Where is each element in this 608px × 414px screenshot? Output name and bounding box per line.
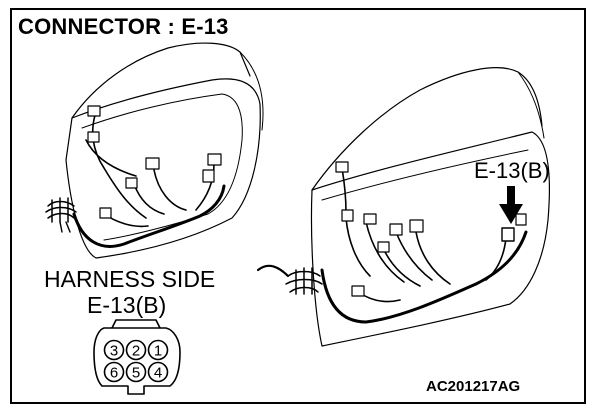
pin-4: 4 xyxy=(147,361,169,383)
diagram-frame xyxy=(10,8,586,404)
callout-arrow-head xyxy=(499,204,523,224)
left-harness-main xyxy=(72,184,226,248)
right-connector-2 xyxy=(341,209,354,222)
right-door-inner-panel xyxy=(321,149,529,201)
right-connector-8 xyxy=(515,213,527,226)
callout-arrow xyxy=(499,186,523,224)
left-door-illustration xyxy=(45,42,264,259)
pin-1: 1 xyxy=(147,339,169,361)
left-door-window-frame xyxy=(71,42,251,119)
right-door-illustration xyxy=(256,67,551,347)
left-door-outline xyxy=(65,78,261,259)
left-door-inner-panel xyxy=(81,93,243,241)
left-harness-branch-2 xyxy=(91,111,147,219)
connector-face-view xyxy=(93,319,181,395)
pin-2: 2 xyxy=(125,339,147,361)
right-harness-branch-8 xyxy=(341,167,347,213)
left-harness-branch-5 xyxy=(195,163,215,211)
right-grommet-cable xyxy=(256,264,290,278)
pin-label: 3 xyxy=(110,343,118,360)
left-connector-2 xyxy=(87,131,100,143)
left-connector-1 xyxy=(87,105,101,117)
right-connector-6 xyxy=(377,241,390,253)
left-door-edge xyxy=(239,51,264,131)
pin-5: 5 xyxy=(125,361,147,383)
connector-pin-grid: 3 2 1 6 5 4 xyxy=(103,339,169,383)
connector-lock-tab xyxy=(111,319,161,329)
left-connector-7 xyxy=(99,207,112,219)
right-grommet xyxy=(285,267,323,295)
pin-label: 6 xyxy=(110,365,118,382)
pin-label: 2 xyxy=(132,343,140,360)
right-harness-branch-3 xyxy=(383,249,421,287)
right-harness-branch-5 xyxy=(415,231,451,285)
pin-3: 3 xyxy=(103,339,125,361)
connector-callout-label: E-13(B) xyxy=(474,158,550,183)
right-door-window-frame xyxy=(311,67,543,191)
right-harness-branch-4 xyxy=(395,231,433,281)
right-harness-branch-1 xyxy=(345,217,371,277)
left-connector-6 xyxy=(202,169,215,183)
left-connector-5 xyxy=(125,177,138,189)
left-grommet-tail xyxy=(59,221,71,233)
connector-housing xyxy=(93,327,181,395)
right-door-edge xyxy=(517,71,545,139)
left-harness-branch-4 xyxy=(153,169,187,211)
right-connector-e13b xyxy=(501,227,515,242)
left-harness-branch-3 xyxy=(133,183,165,215)
pin-label: 1 xyxy=(154,343,162,360)
connector-title: CONNECTOR : E-13 xyxy=(18,14,229,39)
right-door-outline xyxy=(310,131,551,347)
harness-connector-id: E-13(B) xyxy=(87,292,167,318)
right-harness-branch-6 xyxy=(485,237,507,281)
pin-label: 5 xyxy=(132,365,140,382)
pin-label: 4 xyxy=(154,365,162,382)
right-harness-branch-2 xyxy=(365,221,405,283)
left-harness-branch-1 xyxy=(85,139,137,177)
figure-code: AC201217AG xyxy=(426,378,521,395)
left-connector-3 xyxy=(145,157,160,170)
right-connector-3 xyxy=(363,213,377,225)
pin-6: 6 xyxy=(103,361,125,383)
right-connector-5 xyxy=(409,219,424,233)
left-connector-4 xyxy=(207,153,222,166)
harness-side-label: HARNESS SIDE xyxy=(44,266,216,292)
right-harness-main xyxy=(320,230,528,324)
callout-arrow-shaft xyxy=(507,186,515,206)
left-grommet xyxy=(45,197,77,223)
right-connector-7 xyxy=(351,285,365,297)
right-connector-1 xyxy=(335,161,349,173)
right-connector-4 xyxy=(389,223,403,236)
